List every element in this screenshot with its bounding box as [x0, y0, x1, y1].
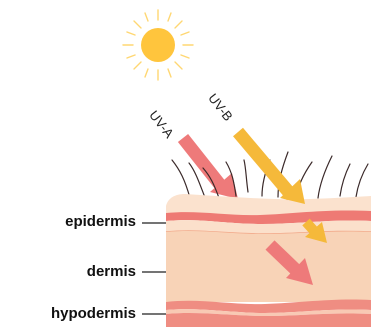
skin-cross-section — [166, 194, 371, 327]
uvb-label: UV-B — [205, 91, 236, 124]
epidermis-label: epidermis — [65, 213, 136, 230]
dermis-label: dermis — [87, 263, 136, 280]
leader-lines — [142, 223, 166, 314]
uvb-ray-arrow — [238, 132, 305, 204]
uva-label: UV-A — [146, 108, 177, 141]
dermis-layer — [166, 231, 371, 302]
sun-icon — [123, 10, 193, 80]
hypodermis-label: hypodermis — [51, 305, 136, 322]
sun-disc — [141, 28, 175, 62]
